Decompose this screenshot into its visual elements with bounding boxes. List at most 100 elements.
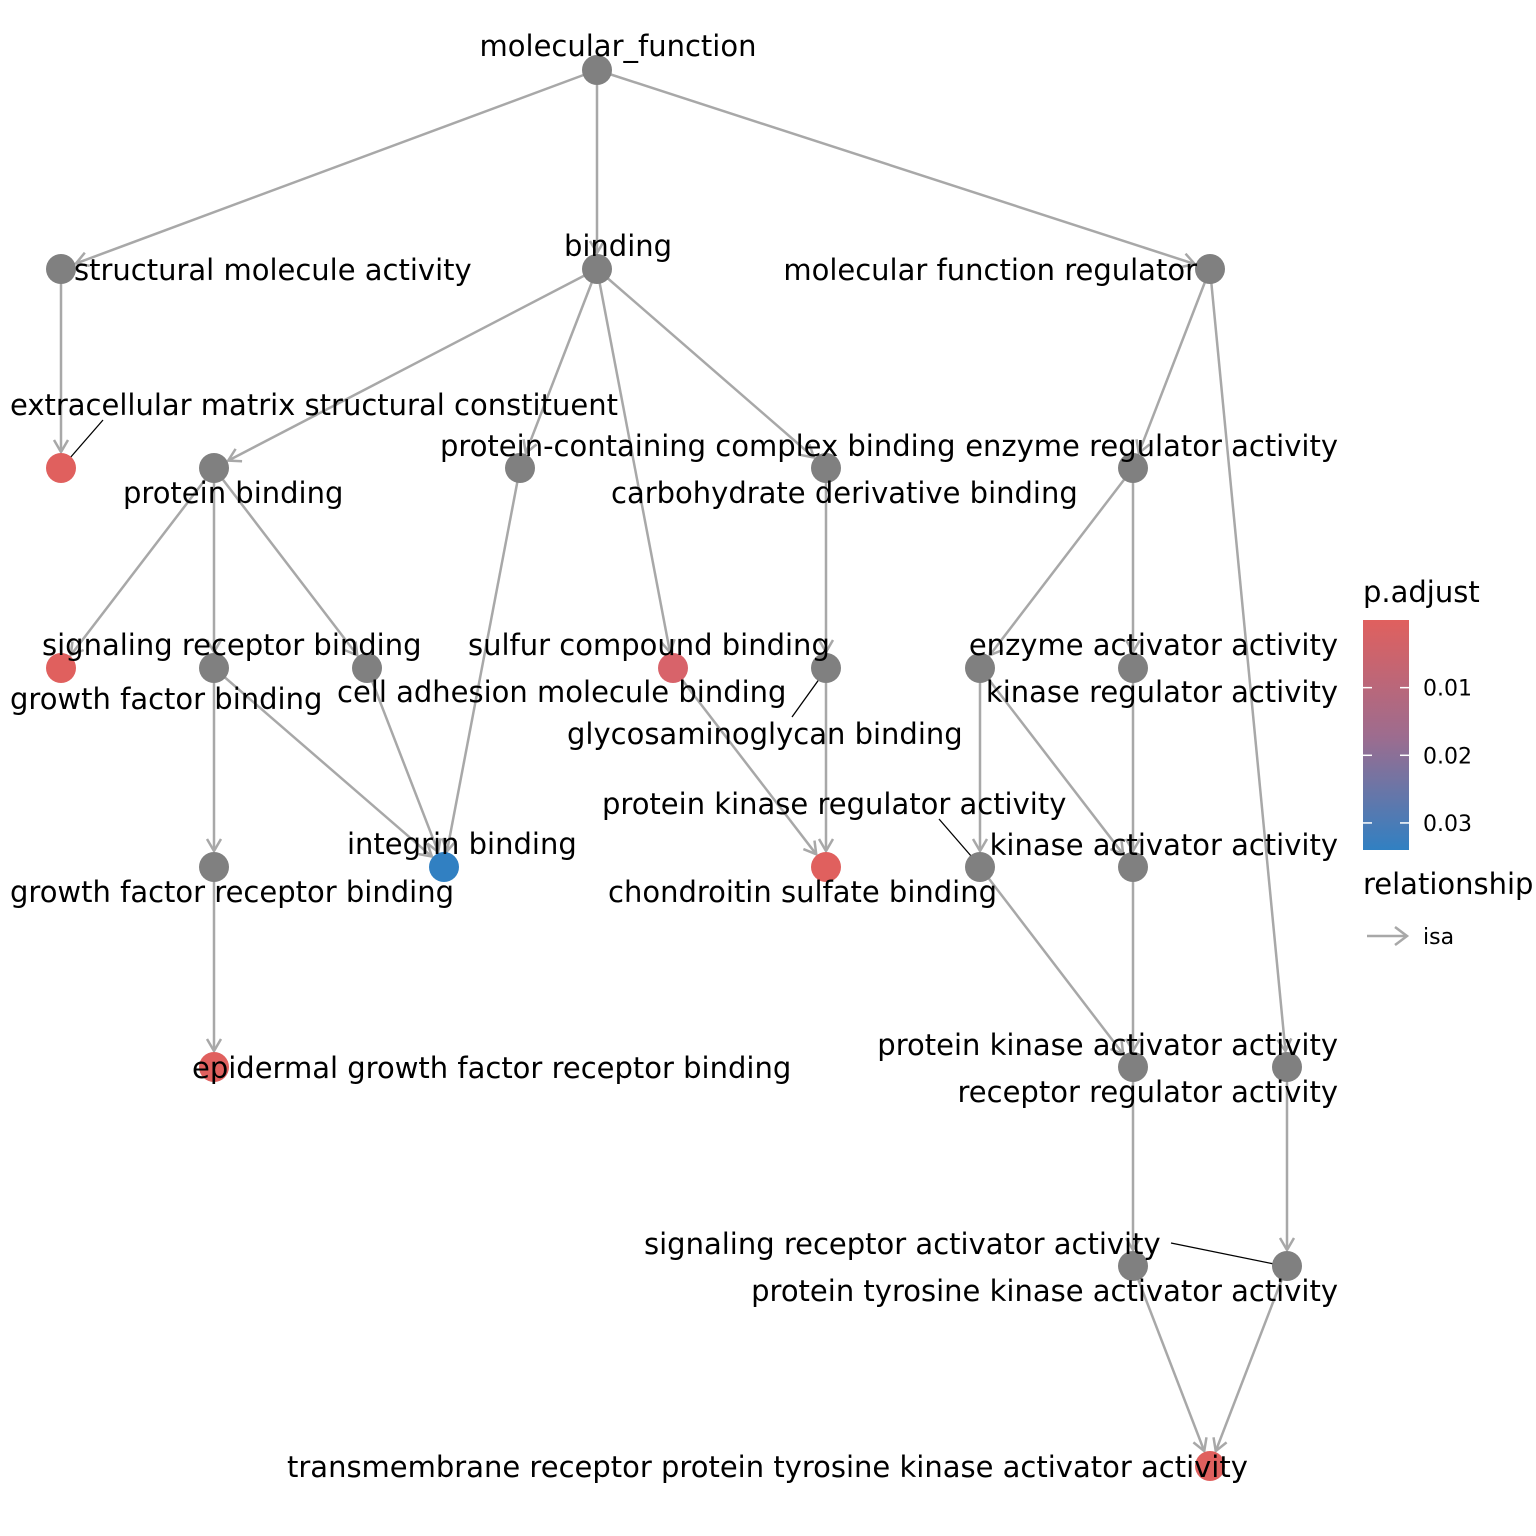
- edge-signaling_receptor_activator_activity-to-transmembrane_rptk_activator_activity: [1131, 1265, 1208, 1454]
- node-transmembrane_rptk_activator_activity: [1195, 1451, 1225, 1481]
- leader-signaling_receptor_activator_activity: [1170, 1242, 1285, 1267]
- isa-arrow-icon: [1367, 926, 1410, 946]
- label-protein_kinase_activator_activity: protein kinase activator activity: [877, 1028, 1338, 1062]
- edge-enzyme_regulator_activity-to-kinase_regulator_activity: [1124, 468, 1142, 655]
- edge-protein_tyrosine_kinase_activator_activity-to-transmembrane_rptk_activator_activity: [1212, 1265, 1289, 1454]
- label-carbohydrate_derivative_binding: carbohydrate derivative binding: [611, 476, 1078, 510]
- node-integrin_binding: [429, 852, 459, 882]
- legend-relationship-item: isa: [1423, 925, 1454, 950]
- label-growth_factor_receptor_binding: growth factor receptor binding: [10, 875, 454, 909]
- node-molecular_function_regulator: [1195, 254, 1225, 284]
- node-protein_containing_complex_binding: [505, 453, 535, 483]
- edge-enzyme_regulator_activity-to-enzyme_activator_activity: [988, 467, 1134, 658]
- edge-molecular_function-to-structural_molecule_activity: [73, 68, 598, 268]
- node-binding: [582, 254, 612, 284]
- label-signaling_receptor_activator_activity: signaling receptor activator activity: [644, 1227, 1161, 1261]
- label-integrin_binding: integrin binding: [347, 827, 577, 861]
- edge-signaling_receptor_binding-to-integrin_binding: [213, 667, 434, 859]
- node-receptor_regulator_activity: [1272, 1052, 1302, 1082]
- node-egfr_binding: [199, 1052, 229, 1082]
- label-kinase_regulator_activity: kinase regulator activity: [986, 675, 1338, 709]
- edge-growth_factor_receptor_binding-to-egfr_binding: [205, 867, 223, 1054]
- legend: p.adjust 0.01 0.02 0.03 relationship isa: [1363, 575, 1533, 950]
- legend-relationship-title: relationship: [1363, 867, 1533, 901]
- node-molecular_function: [582, 55, 612, 85]
- label-structural_molecule_activity: structural molecule activity: [74, 253, 472, 287]
- labels-layer: molecular_function structural molecule ac…: [10, 29, 1338, 1484]
- label-transmembrane_rptk_activator_activity: transmembrane receptor protein tyrosine …: [287, 1450, 1248, 1484]
- edge-structural_molecule_activity-to-ecm_structural_constituent: [52, 269, 70, 455]
- colorbar-tick-label: 0.01: [1423, 677, 1472, 702]
- edge-enzyme_activator_activity-to-protein_kinase_regulator_activity: [971, 668, 989, 854]
- label-protein_binding: protein binding: [123, 476, 343, 510]
- edge-glycosaminoglycan_binding-to-chondroitin_sulfate_binding: [817, 668, 835, 854]
- edge-molecular_function-to-molecular_function_regulator: [596, 68, 1198, 269]
- edge-binding-to-protein_binding: [225, 267, 598, 463]
- label-growth_factor_binding: growth factor binding: [10, 682, 322, 716]
- node-cell_adhesion_molecule_binding: [352, 653, 382, 683]
- label-enzyme_regulator_activity: enzyme regulator activity: [965, 429, 1338, 463]
- edges-layer: [52, 68, 1296, 1454]
- node-kinase_regulator_activity: [1118, 653, 1148, 683]
- label-chondroitin_sulfate_binding: chondroitin sulfate binding: [608, 875, 997, 909]
- edge-kinase_activator_activity-to-protein_kinase_activator_activity: [1124, 867, 1142, 1054]
- label-egfr_binding: epidermal growth factor receptor binding: [192, 1051, 791, 1085]
- edge-molecular_function-to-binding: [588, 70, 606, 256]
- edge-molecular_function_regulator-to-receptor_regulator_activity: [1208, 268, 1293, 1054]
- label-glycosaminoglycan_binding: glycosaminoglycan binding: [567, 717, 963, 751]
- label-protein_containing_complex_binding: protein-containing complex binding: [440, 429, 955, 463]
- edge-receptor_regulator_activity-to-protein_tyrosine_kinase_activator_activity: [1278, 1067, 1296, 1253]
- label-kinase_activator_activity: kinase activator activity: [990, 828, 1338, 862]
- edge-molecular_function_regulator-to-enzyme_regulator_activity: [1135, 268, 1212, 456]
- node-enzyme_activator_activity: [965, 653, 995, 683]
- edge-protein_kinase_activator_activity-to-signaling_receptor_activator_activity: [1124, 1067, 1142, 1253]
- edge-binding-to-protein_containing_complex_binding: [522, 268, 599, 456]
- label-enzyme_activator_activity: enzyme activator activity: [969, 628, 1338, 662]
- node-kinase_activator_activity: [1118, 852, 1148, 882]
- edge-protein_kinase_regulator_activity-to-protein_kinase_activator_activity: [979, 866, 1125, 1057]
- edge-binding-to-carbohydrate_derivative_binding: [596, 268, 816, 460]
- p-adjust-colorbar: [1363, 620, 1409, 850]
- edge-binding-to-sulfur_compound_binding: [595, 268, 676, 655]
- node-carbohydrate_derivative_binding: [811, 453, 841, 483]
- label-sulfur_compound_binding: sulfur compound binding: [468, 628, 830, 662]
- node-protein_binding: [199, 453, 229, 483]
- colorbar-ticks: 0.01 0.02 0.03: [1363, 677, 1472, 837]
- node-protein_tyrosine_kinase_activator_activity: [1272, 1251, 1302, 1281]
- node-signaling_receptor_binding: [199, 653, 229, 683]
- node-glycosaminoglycan_binding: [811, 653, 841, 683]
- label-protein_tyrosine_kinase_activator_activity: protein tyrosine kinase activator activi…: [751, 1274, 1338, 1308]
- node-structural_molecule_activity: [46, 254, 76, 284]
- node-protein_kinase_regulator_activity: [965, 852, 995, 882]
- node-sulfur_compound_binding: [658, 653, 688, 683]
- label-ecm_structural_constituent: extracellular matrix structural constitu…: [10, 388, 618, 422]
- node-growth_factor_binding: [46, 653, 76, 683]
- edge-carbohydrate_derivative_binding-to-glycosaminoglycan_binding: [817, 468, 835, 655]
- edge-protein_binding-to-growth_factor_binding: [69, 467, 215, 658]
- node-ecm_structural_constituent: [46, 453, 76, 483]
- node-chondroitin_sulfate_binding: [811, 852, 841, 882]
- colorbar-tick-label: 0.03: [1423, 812, 1472, 837]
- label-protein_kinase_regulator_activity: protein kinase regulator activity: [602, 787, 1066, 821]
- edge-protein_binding-to-cell_adhesion_molecule_binding: [213, 467, 359, 658]
- edge-sulfur_compound_binding-to-chondroitin_sulfate_binding: [672, 667, 818, 857]
- label-binding: binding: [564, 229, 672, 263]
- node-signaling_receptor_activator_activity: [1118, 1251, 1148, 1281]
- node-growth_factor_receptor_binding: [199, 852, 229, 882]
- node-enzyme_regulator_activity: [1118, 453, 1148, 483]
- nodes-layer: [46, 55, 1302, 1481]
- label-molecular_function: molecular_function: [480, 29, 757, 63]
- colorbar-tick-label: 0.02: [1423, 744, 1472, 769]
- label-molecular_function_regulator: molecular function regulator: [783, 253, 1197, 287]
- edge-signaling_receptor_binding-to-growth_factor_receptor_binding: [205, 668, 223, 854]
- label-signaling_receptor_binding: signaling receptor binding: [42, 628, 422, 662]
- edge-protein_containing_complex_binding-to-integrin_binding: [441, 467, 522, 854]
- label-cell_adhesion_molecule_binding: cell adhesion molecule binding: [337, 675, 786, 709]
- node-protein_kinase_activator_activity: [1118, 1052, 1148, 1082]
- legend-color-title: p.adjust: [1363, 575, 1480, 609]
- edge-cell_adhesion_molecule_binding-to-integrin_binding: [365, 667, 442, 855]
- edge-protein_binding-to-signaling_receptor_binding: [205, 468, 223, 655]
- label-receptor_regulator_activity: receptor regulator activity: [958, 1075, 1338, 1109]
